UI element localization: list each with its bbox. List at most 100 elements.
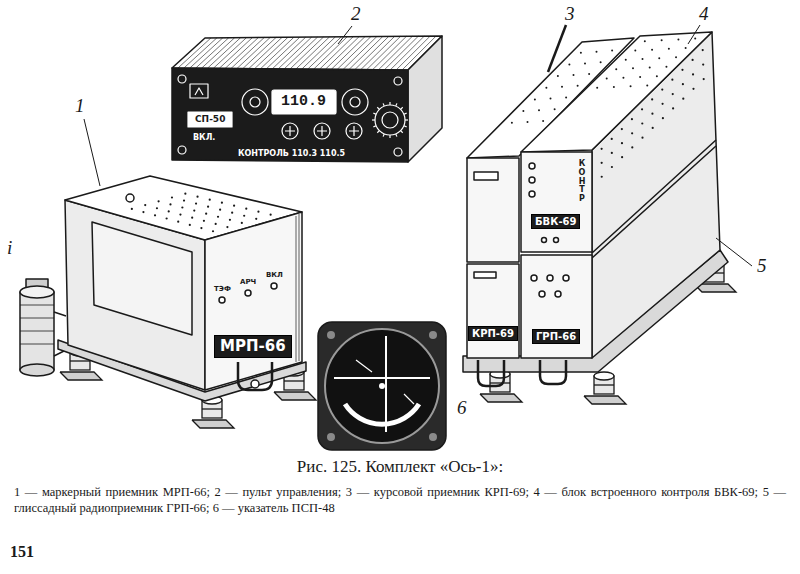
vent-hole — [662, 117, 664, 119]
mount-foot — [60, 372, 102, 380]
control-panel — [172, 26, 442, 162]
plus-sign — [285, 126, 359, 136]
knob-center — [250, 97, 260, 107]
vent-hole — [205, 213, 207, 215]
vent-hole — [641, 108, 643, 110]
side-face — [408, 36, 442, 162]
serration — [405, 119, 408, 120]
vent-hole — [613, 86, 615, 88]
panel-controls — [178, 75, 408, 156]
mount-top — [594, 372, 614, 380]
knob-serration — [372, 102, 408, 138]
nameplate: БВК-69 — [531, 214, 580, 229]
serration — [389, 135, 390, 138]
callout-number: 2 — [351, 4, 361, 25]
vent-hole — [193, 209, 195, 211]
vent-hole — [200, 227, 202, 229]
vent-hole — [207, 206, 209, 208]
vent-hole — [196, 196, 198, 198]
bezel — [318, 322, 446, 450]
mount-hole — [327, 331, 335, 339]
vent-hole — [177, 221, 179, 223]
vent-hole — [156, 207, 158, 209]
vent-hole — [215, 223, 217, 225]
dial-center — [379, 383, 385, 389]
handle — [238, 362, 272, 390]
vent-hole — [630, 85, 632, 87]
vent-hole — [243, 215, 245, 217]
vent-hole — [621, 142, 623, 144]
vent-hole — [621, 156, 623, 158]
serration — [377, 131, 379, 133]
vent-hole — [550, 98, 552, 100]
vent-hole — [195, 202, 197, 204]
screw — [394, 148, 402, 156]
vent-hole — [179, 213, 181, 215]
serration — [404, 113, 407, 114]
vent-hole — [672, 93, 674, 95]
front-panel — [467, 158, 519, 262]
vent-hole — [641, 122, 643, 124]
mount-hole — [429, 331, 437, 339]
vent-hole — [685, 47, 687, 49]
vent-hole — [601, 162, 603, 164]
vent-hole — [596, 87, 598, 89]
vent-hole — [212, 230, 214, 232]
callout-number: 5 — [757, 256, 767, 277]
callout-number: 3 — [565, 4, 575, 25]
vent-hole — [631, 118, 633, 120]
vent-hole — [606, 77, 608, 79]
serration — [373, 113, 376, 114]
callout-number: 4 — [699, 4, 709, 25]
nameplate-text: КРП-69 — [472, 328, 514, 339]
front-face — [172, 68, 408, 162]
test-socket — [529, 191, 535, 197]
vent-hole — [257, 211, 259, 213]
vent-hole — [588, 73, 590, 75]
serration — [404, 126, 407, 127]
vent-hole — [183, 199, 185, 201]
figure-title: Рис. 125. Комплект «Ось-1»: — [0, 458, 800, 477]
receiver-stack — [463, 25, 752, 386]
indicator-lamp — [190, 84, 208, 98]
nameplate: КРП-69 — [468, 326, 518, 341]
mount-foot — [192, 420, 234, 428]
vent-hole — [600, 61, 602, 63]
vent-hole — [611, 152, 613, 154]
switch-label: АРЧ — [240, 279, 256, 287]
leader-line — [688, 25, 700, 44]
mount-hole — [327, 433, 335, 441]
vent-hole — [601, 176, 603, 178]
unit-groove — [592, 140, 716, 258]
test-socket — [539, 291, 545, 297]
vent-hole — [554, 108, 556, 110]
vent-hole — [191, 217, 193, 219]
serration — [401, 131, 403, 133]
vent-hole — [692, 88, 694, 90]
vent-hole — [241, 222, 243, 224]
serration — [383, 103, 384, 106]
serration — [396, 103, 397, 106]
frequency-display — [272, 90, 336, 114]
panel-label: КОНТР — [578, 160, 586, 204]
test-socket — [554, 238, 559, 243]
vent-hole — [171, 196, 173, 198]
handle — [478, 360, 504, 386]
vent-hole — [631, 146, 633, 148]
vent-hole — [538, 109, 540, 111]
vent-hole — [622, 77, 624, 79]
connector — [20, 292, 54, 370]
front-panel — [467, 264, 519, 358]
vent-hole — [557, 75, 559, 77]
top-face — [172, 36, 442, 70]
large-knob-center — [382, 112, 398, 128]
vent-hole — [656, 75, 658, 77]
switch — [245, 290, 251, 296]
vent-hole — [545, 87, 547, 89]
vent-hole — [131, 208, 133, 210]
mount-foot — [480, 394, 522, 402]
vent-hole — [184, 193, 186, 195]
edge-shading — [296, 214, 299, 362]
vent-hole — [651, 113, 653, 115]
